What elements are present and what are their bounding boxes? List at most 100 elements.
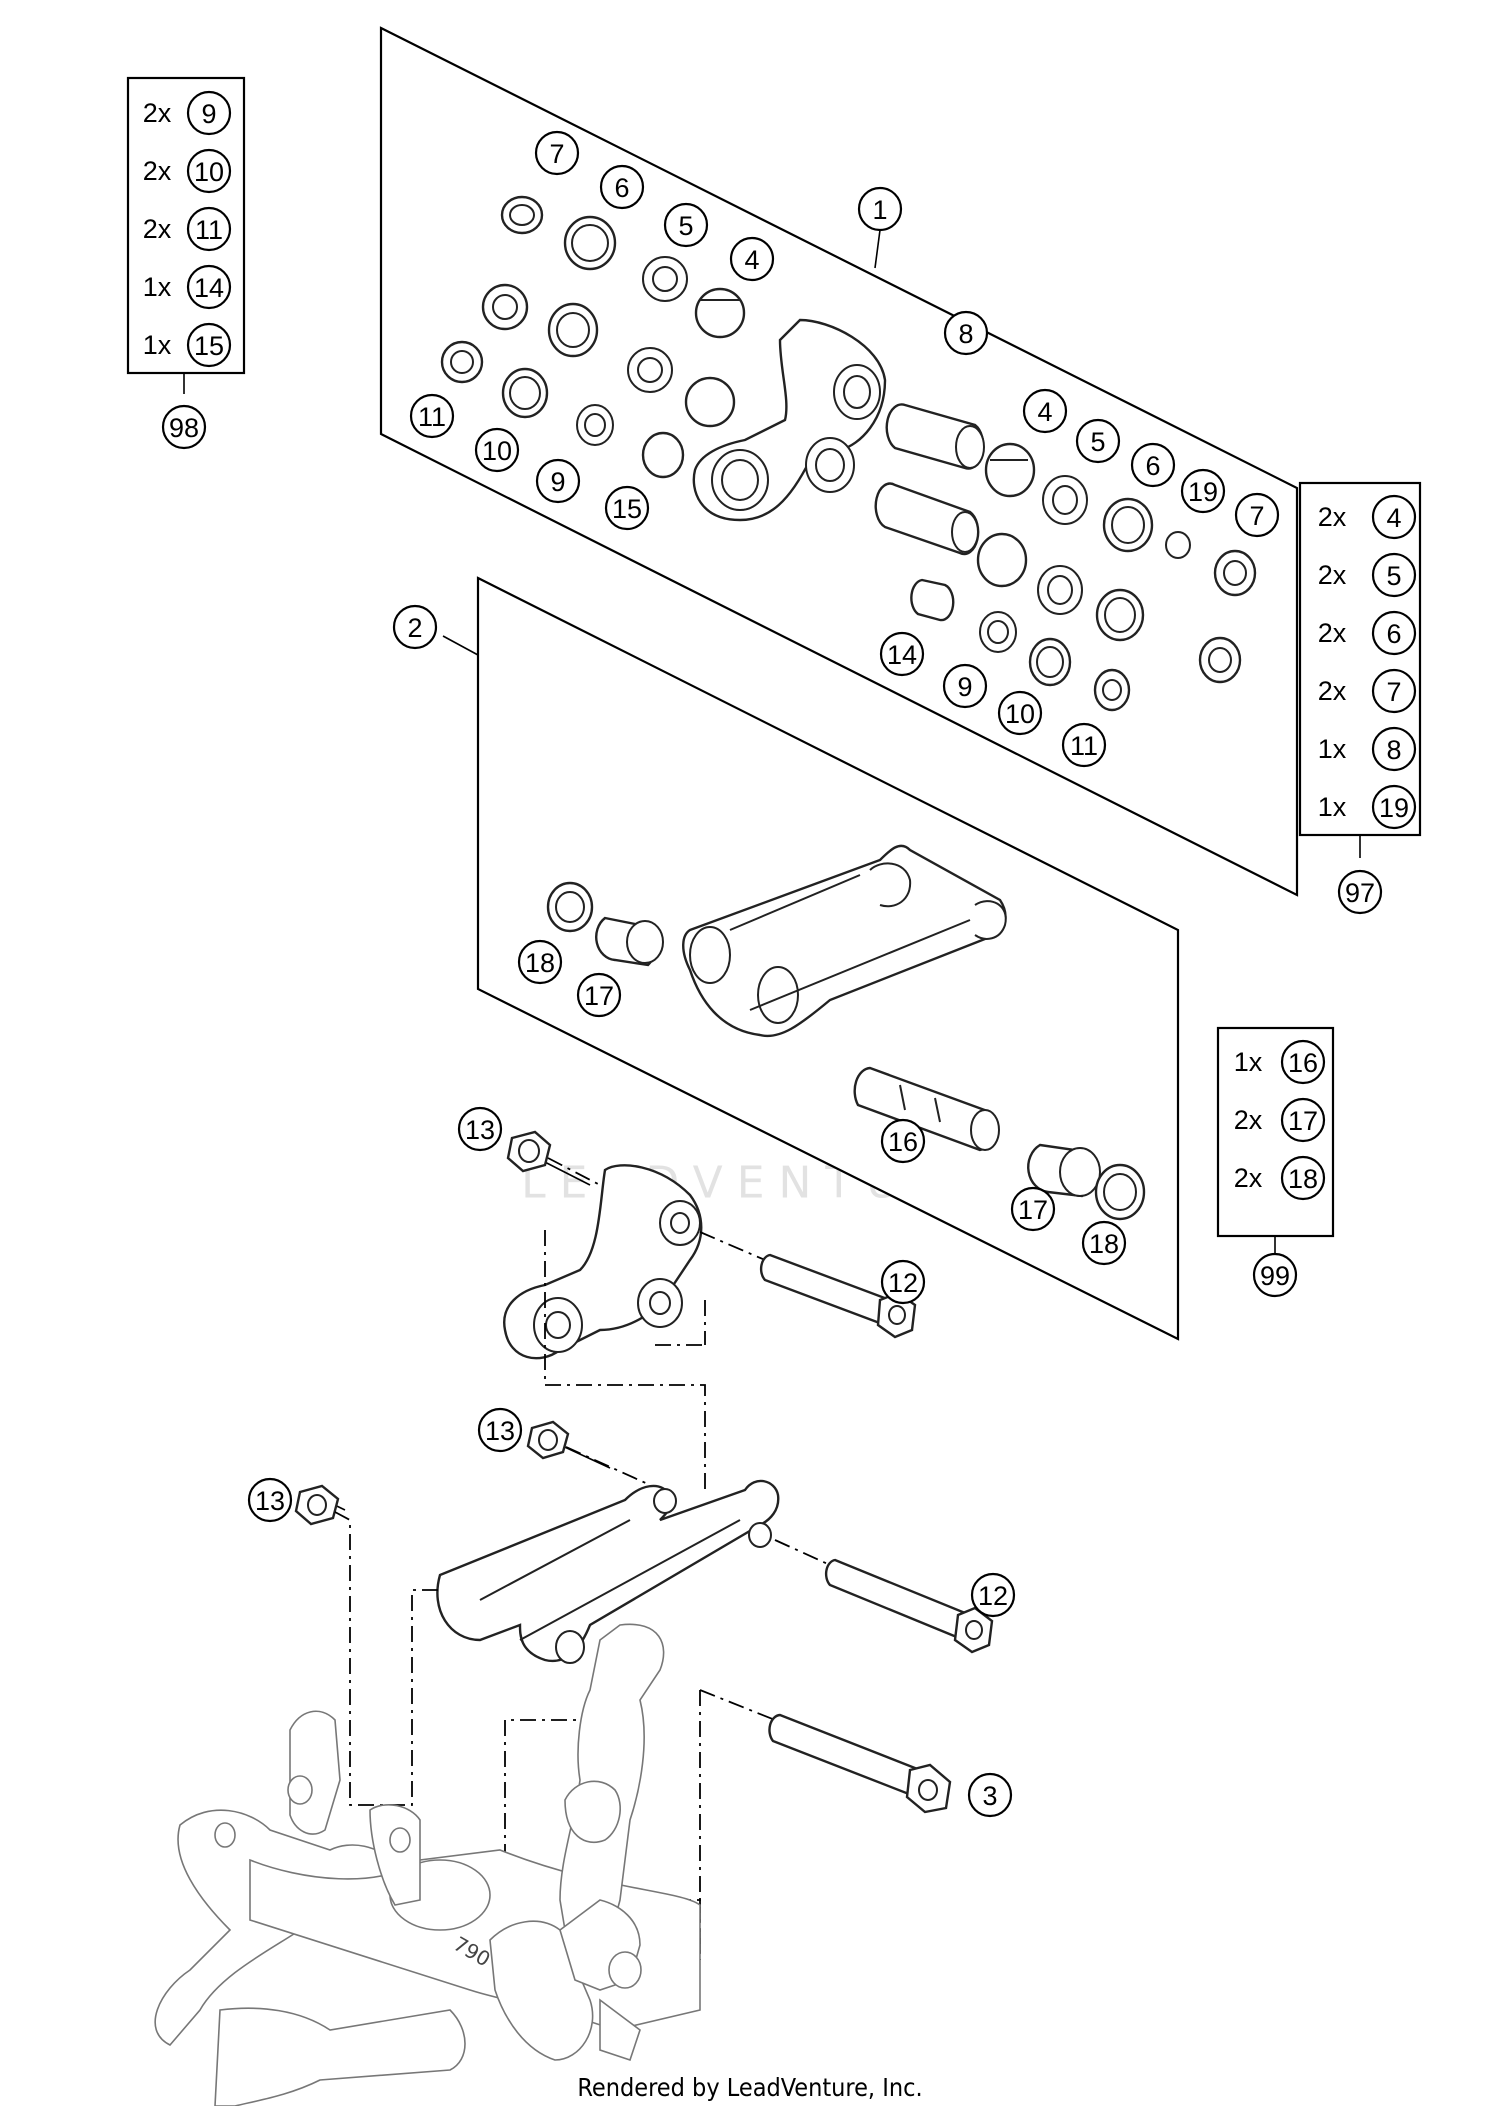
callout-97: 97 [1337,869,1383,915]
kit-97-part-19: 19 [1371,784,1417,830]
kit-98-part-10: 10 [186,148,232,194]
svg-text:4: 4 [1037,397,1052,427]
nut-13-lower [294,1484,340,1526]
svg-text:98: 98 [169,413,199,443]
svg-text:11: 11 [418,402,446,432]
callout-6: 6 [1130,442,1176,488]
callout-4: 4 [729,236,775,282]
callout-9: 9 [942,663,988,709]
svg-text:99: 99 [1260,1261,1290,1291]
callout-5: 5 [1075,418,1121,464]
callout-10: 10 [474,427,520,473]
svg-text:16: 16 [888,1127,918,1157]
svg-text:14: 14 [194,273,224,303]
svg-text:17: 17 [1288,1106,1318,1136]
frame-section: 790 [154,1623,701,2106]
kit-98-qty: 2x [143,214,172,244]
kit1-right-parts [874,403,1257,712]
svg-text:18: 18 [1288,1164,1318,1194]
svg-text:4: 4 [1386,503,1401,533]
callout-8: 8 [943,310,989,356]
kit-98-qty: 1x [143,330,172,360]
kit-99-qty: 2x [1234,1105,1263,1135]
kit-98-part-9: 9 [186,90,232,136]
callout-11: 11 [1061,722,1107,768]
svg-text:13: 13 [465,1115,495,1145]
svg-text:11: 11 [195,215,223,245]
callout-9: 9 [535,458,581,504]
kit-99-qty: 2x [1234,1163,1263,1193]
callout-17: 17 [576,972,622,1018]
callout-4: 4 [1022,388,1068,434]
panel-pull-rod-kit [476,576,1180,1341]
callout-1: 1 [857,186,903,232]
part-callouts: 1765411109158456197149101198979921817161… [161,130,1383,1818]
callout-7: 7 [1234,492,1280,538]
svg-text:13: 13 [485,1416,515,1446]
callout-12: 12 [880,1259,926,1305]
kit-97-part-7: 7 [1371,668,1417,714]
bolt-12-upper [699,1231,917,1339]
kit-98-qty: 1x [143,272,172,302]
svg-text:4: 4 [744,245,759,275]
kit-97-part-5: 5 [1371,552,1417,598]
svg-text:18: 18 [525,948,555,978]
svg-text:7: 7 [1249,501,1264,531]
render-credit: Rendered by LeadVenture, Inc. [577,2073,922,2102]
callout-3: 3 [967,1772,1013,1818]
kit-97-part-8: 8 [1371,726,1417,772]
svg-text:16: 16 [1288,1048,1318,1078]
svg-text:6: 6 [1145,451,1160,481]
callout-2: 2 [392,604,438,650]
kit-box-97 [1298,481,1422,837]
svg-text:14: 14 [887,640,917,670]
callout-15: 15 [604,485,650,531]
kit-97-qty: 2x [1318,618,1347,648]
callout-18: 18 [1081,1220,1127,1266]
svg-text:10: 10 [482,436,512,466]
callout-99: 99 [1252,1252,1298,1298]
svg-text:8: 8 [958,319,973,349]
callout-14: 14 [879,631,925,677]
callout-18: 18 [517,939,563,985]
svg-text:6: 6 [1386,619,1401,649]
lever-part-1 [692,318,887,522]
svg-text:6: 6 [614,173,629,203]
kit-97-part-6: 6 [1371,610,1417,656]
svg-text:9: 9 [957,672,972,702]
svg-text:1: 1 [872,195,887,225]
kit-97-qty: 2x [1318,676,1347,706]
installed-assembly: 790 [154,1130,994,2106]
svg-text:7: 7 [1386,677,1401,707]
pull-rod-installed [436,1479,780,1664]
kit-98-part-11: 11 [186,206,232,252]
svg-text:19: 19 [1188,477,1218,507]
bolt-12-lower [774,1539,994,1654]
svg-text:13: 13 [255,1486,285,1516]
callout-16: 16 [880,1118,926,1164]
svg-text:11: 11 [1070,731,1098,761]
svg-text:17: 17 [584,981,614,1011]
svg-text:17: 17 [1018,1195,1048,1225]
callout-17: 17 [1010,1186,1056,1232]
kit-97-qty: 1x [1318,734,1347,764]
svg-text:5: 5 [678,211,693,241]
svg-text:97: 97 [1345,878,1375,908]
callout-13: 13 [457,1106,503,1152]
panel-pro-lever-kit [379,26,1299,897]
svg-text:10: 10 [194,157,224,187]
callout-98: 98 [161,404,207,450]
svg-text:7: 7 [549,139,564,169]
svg-text:3: 3 [982,1781,997,1811]
svg-text:8: 8 [1386,735,1401,765]
callout-19: 19 [1180,468,1226,514]
kit-98-qty: 2x [143,98,172,128]
svg-text:12: 12 [888,1268,918,1298]
svg-text:2: 2 [407,613,422,643]
kit-99-qty: 1x [1234,1047,1263,1077]
callout-7: 7 [534,130,580,176]
svg-text:12: 12 [978,1581,1008,1611]
callout-11: 11 [409,393,455,439]
